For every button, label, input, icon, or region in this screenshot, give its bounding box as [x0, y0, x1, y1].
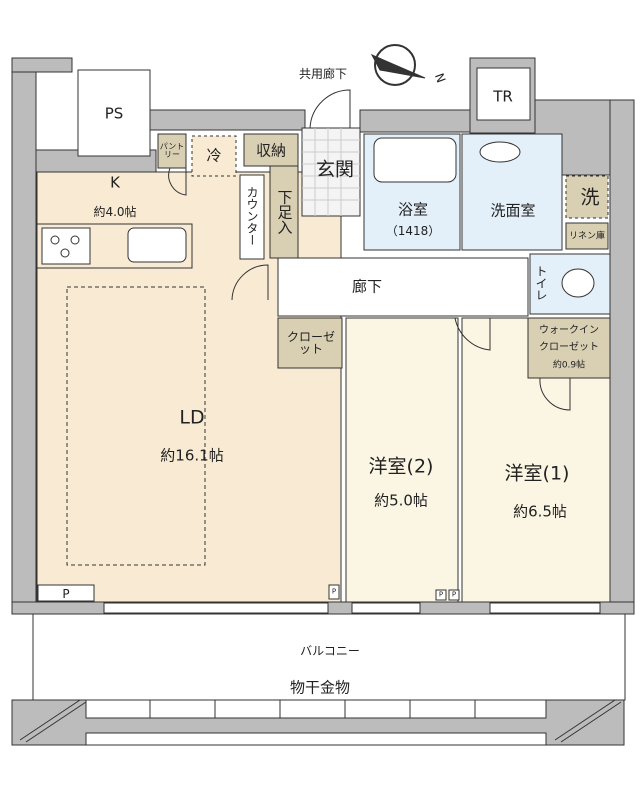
kitchen-sink [127, 227, 187, 263]
balcony-floor [32, 613, 626, 701]
tr-room [476, 67, 531, 121]
pipe-label: P [331, 587, 337, 596]
bathtub [373, 137, 457, 183]
kitchen-size: 約4.0帖 [93, 205, 137, 219]
closet [277, 317, 343, 369]
ld-label: LD [179, 406, 205, 429]
counter-label: カウンター [245, 186, 259, 246]
linen-closet-label: リネン庫 [568, 231, 606, 242]
fridge-label: 冷 [206, 146, 222, 165]
kitchen-counter [36, 223, 193, 269]
window [351, 602, 421, 614]
pipe-box [37, 584, 95, 602]
linen-closet [565, 222, 609, 250]
right-wall [609, 99, 635, 604]
drying-hardware-label: 物干金物 [289, 678, 351, 697]
washer-space [565, 175, 609, 219]
bathroom-size: （1418） [385, 224, 441, 238]
fridge-space [191, 135, 237, 177]
pipe-label: P [62, 587, 70, 601]
stove [41, 227, 91, 265]
left-top-wall [11, 57, 73, 73]
hallway-floor [277, 257, 529, 317]
pantry-label: パントリー [159, 142, 185, 159]
ps-label: PS [104, 104, 124, 123]
entrance-floor [301, 127, 361, 217]
window [489, 602, 601, 614]
entrance-label: 玄関 [315, 158, 355, 181]
walk-in-closet-label-2: クローゼット [539, 342, 599, 353]
top-wall-right [359, 109, 471, 133]
room1-size: 約6.5帖 [513, 502, 567, 521]
corridor-wall [149, 109, 306, 131]
hallway-label: 廊下 [351, 277, 383, 296]
window [103, 602, 329, 614]
kitchen-label: K [110, 173, 120, 192]
walk-in-closet [527, 317, 611, 379]
room2-floor [345, 317, 459, 603]
walk-in-closet-label-1: ウォークイン [539, 325, 599, 336]
balcony-label: バルコニー [300, 644, 360, 658]
dining-area [66, 286, 206, 566]
closet-label: クローゼット [286, 330, 335, 356]
walk-in-closet-size: 約0.9帖 [552, 360, 586, 371]
pipe-label: P [451, 590, 457, 599]
common-corridor-label: 共用廊下 [298, 67, 348, 81]
toilet-label: トイレ [534, 265, 548, 301]
room2-label: 洋室(2) [368, 455, 434, 478]
pipe-box [435, 589, 447, 601]
railing-opening [85, 699, 547, 719]
balcony-slab-edge [85, 732, 547, 746]
wash-basin [479, 141, 521, 163]
entrance-door-swing [309, 89, 351, 129]
storage [243, 133, 299, 167]
shoe-closet-label: 下足入 [275, 189, 294, 235]
tr-label: TR [493, 87, 513, 106]
pipe-box [448, 589, 460, 601]
storage-label: 収納 [255, 141, 287, 160]
washroom-label: 洗面室 [490, 201, 536, 220]
room2-size: 約5.0帖 [374, 491, 428, 510]
north-arrow-icon [370, 44, 426, 86]
ld-size: 約16.1帖 [160, 446, 224, 465]
room1-label: 洋室(1) [504, 462, 570, 485]
washer-label: 洗 [580, 186, 600, 209]
pantry [157, 133, 187, 169]
ps-shaft [77, 69, 151, 157]
pipe-box [328, 584, 340, 600]
bathroom-label: 浴室 [397, 200, 429, 219]
counter [239, 174, 265, 260]
left-wall [11, 57, 37, 604]
toilet-bowl [561, 268, 595, 298]
pipe-label: P [438, 590, 444, 599]
